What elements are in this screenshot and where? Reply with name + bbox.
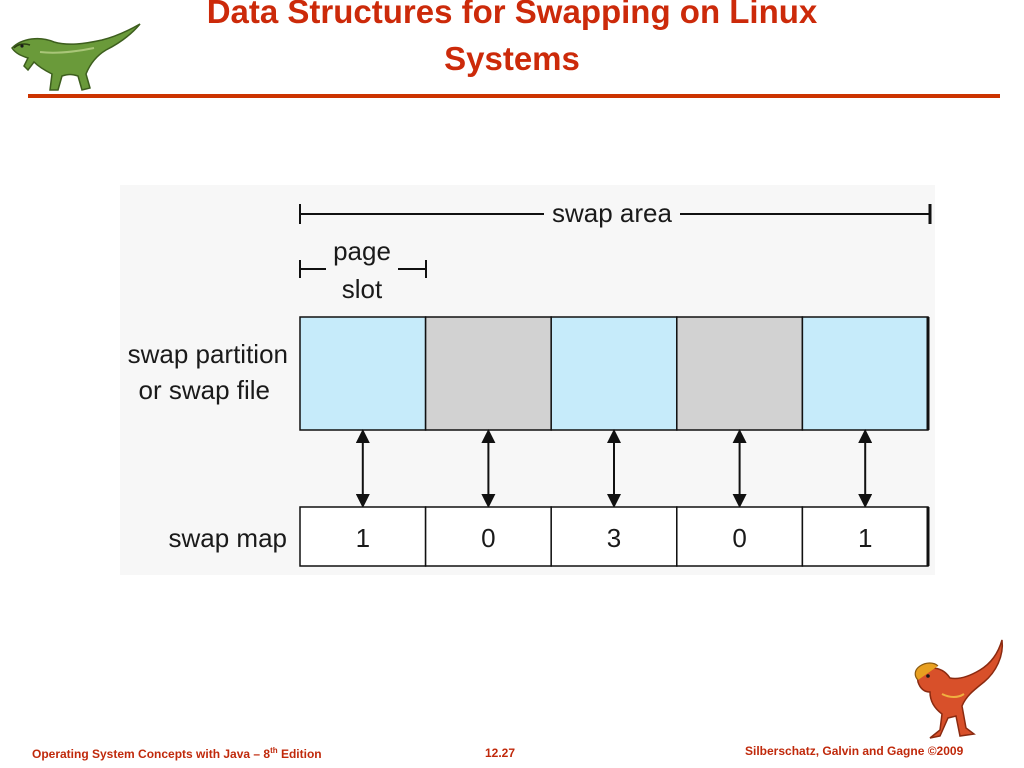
swap-map-cell-3: [550, 506, 678, 567]
title-underline: [28, 94, 1000, 98]
swap-map-cell-1: [299, 506, 427, 567]
swap-map-count-5: 1: [858, 523, 872, 553]
swap-partition-slots: [299, 316, 930, 431]
footer-edition-suffix: Edition: [277, 747, 322, 761]
red-dinosaur-icon: [914, 639, 1004, 739]
partition-label-line2: or swap file: [139, 375, 271, 405]
slide-title: Data Structures for Swapping on Linux Sy…: [130, 0, 894, 82]
footer-page-number: 12.27: [485, 746, 516, 760]
footer-book-title-text: Operating System Concepts with Java – 8: [32, 747, 271, 761]
swap-slot-2-free: [424, 316, 552, 431]
swap-map-count-4: 0: [732, 523, 746, 553]
swap-slot-5-in-use: [801, 316, 929, 431]
slide-title-line2: Systems: [444, 40, 580, 77]
swap-map-count-2: 0: [481, 523, 495, 553]
swap-area-dimension: swap area: [299, 198, 932, 228]
swap-map-cell-5: [801, 506, 929, 567]
partition-label-line1: swap partition: [128, 339, 288, 369]
swap-map-cells: 1 0 3 0 1: [299, 506, 930, 567]
swap-map-count-3: 3: [607, 523, 621, 553]
page-slot-label-line2: slot: [342, 274, 383, 304]
footer-copyright: Silberschatz, Galvin and Gagne ©2009: [745, 744, 964, 758]
swap-slot-1-in-use: [299, 316, 427, 431]
swap-slot-4-free: [676, 316, 804, 431]
swap-map-label: swap map: [169, 523, 288, 553]
swap-area-label: swap area: [552, 198, 672, 228]
slot-map-arrows: [355, 429, 873, 508]
page-slot-dimension: page slot: [299, 236, 427, 304]
slide-title-line1: Data Structures for Swapping on Linux: [206, 0, 818, 30]
green-dinosaur-icon: [11, 23, 141, 91]
swap-map-count-1: 1: [356, 523, 370, 553]
footer-book-title: Operating System Concepts with Java – 8t…: [32, 746, 322, 761]
footer-edition-superscript: th: [270, 746, 278, 755]
swap-slot-3-in-use: [550, 316, 678, 431]
swap-map-cell-4: [676, 506, 804, 567]
page-slot-label-line1: page: [333, 236, 391, 266]
